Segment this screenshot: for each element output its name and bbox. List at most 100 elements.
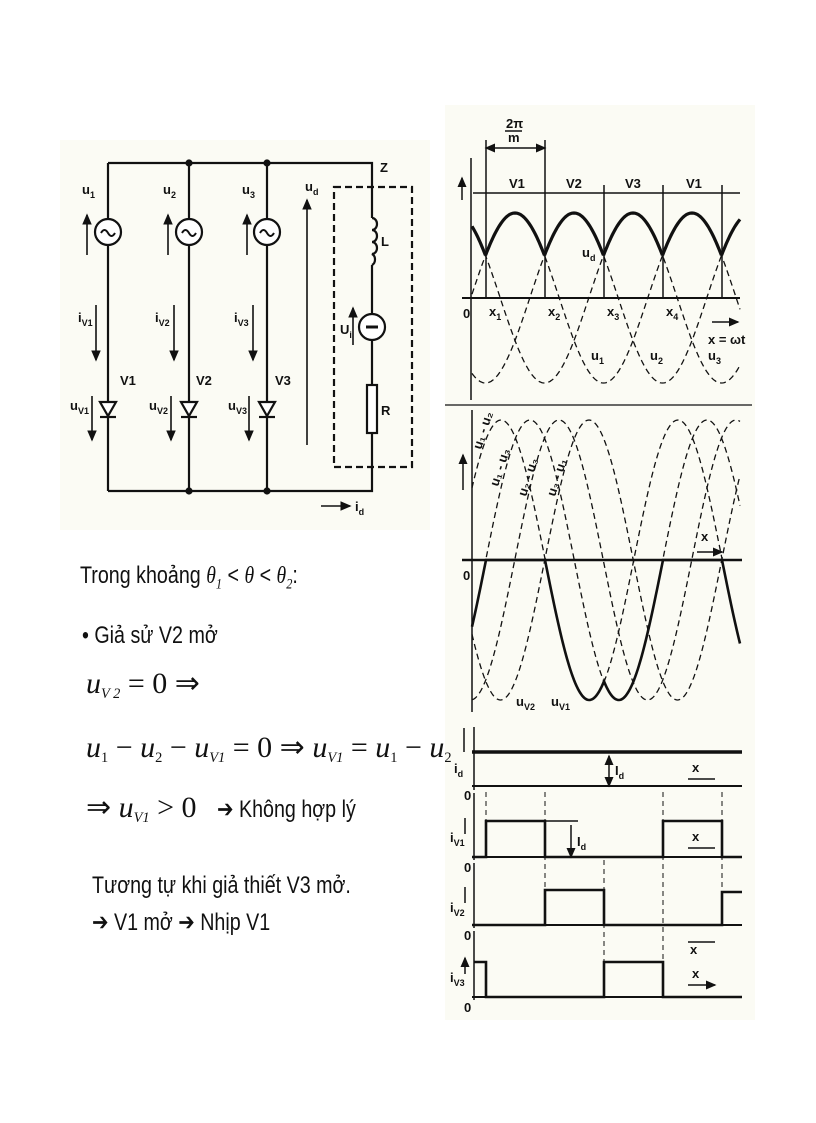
text: Trong khoảng [80, 562, 207, 589]
theta-2: θ [276, 563, 287, 589]
waveform-panel [445, 105, 755, 1020]
id-axis-label: id [454, 761, 463, 779]
resistor-icon [365, 383, 379, 435]
subscript: V1 [133, 810, 150, 827]
circuit-diagram [82, 159, 414, 511]
text: < [254, 562, 277, 589]
uv1-label: uV1 [551, 694, 570, 712]
text: = 0 ⇒ [120, 667, 200, 700]
x3-label: x3 [607, 304, 619, 322]
label-u2: u2 [163, 182, 176, 200]
label-u2-u3: u₂ - u₃ [515, 456, 541, 498]
label-u3: u3 [242, 182, 255, 200]
var: u [86, 731, 101, 764]
label-v1: V1 [120, 373, 136, 388]
var: u [194, 731, 210, 764]
origin-label: 0 [463, 306, 470, 321]
iv1-waveform [472, 819, 742, 859]
ac-source-icon [252, 217, 282, 247]
origin-label: 0 [464, 788, 471, 803]
x-label: x [692, 966, 700, 981]
label-u1-u2: u₁ - u₂ [470, 409, 496, 451]
ac-source-icon [93, 217, 123, 247]
line-voltage-plot: 0 x u₁ - u₂ u₁ - u₃ u₂ - u₃ u₃ - u₁ uV2 … [458, 409, 742, 712]
junction-dot [185, 159, 193, 167]
label-u3-u1: u₃ - u₁ [544, 456, 570, 498]
x-axis-label: x = ωt [708, 332, 746, 347]
assumption-bullet: • Giả sử V2 mở [82, 622, 218, 649]
label-iv2: iV2 [155, 310, 170, 328]
label-uv2: uV2 [149, 398, 168, 416]
subscript: V1 [209, 750, 226, 767]
op: = 0 ⇒ [225, 731, 313, 764]
x2-label: x2 [548, 304, 560, 322]
origin-label: 0 [464, 860, 471, 875]
equation-2: u1 − u2 − uV1 = 0 ⇒ uV1 = u1 − u2 [86, 730, 452, 767]
line-voltage-curve-2 [471, 419, 741, 701]
label-ud: ud [305, 179, 318, 197]
conclusion-note: ➔ Không hợp lý [217, 796, 357, 823]
label-u1: u1 [82, 182, 95, 200]
var: u [312, 731, 328, 764]
period-label-numerator: 2π [506, 116, 523, 131]
phase-voltage-plot: 2π m V1 V2 V3 V1 0 x1 x2 x3 x4 x = ωt ud… [457, 116, 746, 400]
current-plots: id iV1 iV2 iV3 Id Id 0 0 0 0 x x x x [450, 727, 742, 1015]
x1-label: x1 [489, 304, 501, 322]
subscript: V1 [327, 750, 344, 767]
diode-icon [98, 400, 118, 419]
origin-label: 0 [464, 928, 471, 943]
var: u [375, 731, 391, 764]
label-iv1: iV1 [78, 310, 93, 328]
x-label: x [692, 760, 700, 775]
u2-curve [471, 212, 741, 384]
Id-label: Id [615, 763, 624, 781]
current-axis-arrows [464, 728, 465, 974]
zero-lines [472, 785, 742, 998]
u3-label: u3 [708, 348, 721, 366]
period-marker [485, 140, 546, 298]
subscript: 2 [155, 750, 163, 767]
label-u1-u3: u₁ - u₃ [487, 446, 513, 488]
var: u [86, 667, 101, 700]
interval-label: V2 [566, 176, 582, 191]
line-voltage-curve-3 [471, 419, 741, 701]
x-label: x [701, 529, 709, 544]
label-resistor: R [381, 403, 391, 418]
junction-dot [185, 487, 193, 495]
op: > 0 [149, 791, 197, 824]
junction-dot [263, 487, 271, 495]
iv3-waveform [474, 960, 742, 999]
u1-label: u1 [591, 348, 604, 366]
subscript: V 2 [101, 686, 121, 703]
var: u [140, 731, 156, 764]
label-uv3: uV3 [228, 398, 247, 416]
commutation-markers [485, 792, 723, 997]
period-label-denominator: m [508, 130, 520, 145]
Id-dimension-arrow-v1 [545, 820, 578, 857]
equation-3: ⇒ uV1 > 0 ➔ Không hợp lý [86, 790, 387, 827]
uv2-label: uV2 [516, 694, 535, 712]
var: u [429, 731, 445, 764]
inductor-icon [371, 216, 379, 266]
x-label: x [692, 829, 700, 844]
label-uv1: uV1 [70, 398, 89, 416]
interval-marker [603, 185, 723, 298]
op: − [162, 731, 195, 764]
top-bus-wire [108, 161, 374, 187]
interval-statement: Trong khoảng θ1 < θ < θ2: [80, 562, 298, 593]
x4-label: x4 [666, 304, 678, 322]
u2-label: u2 [650, 348, 663, 366]
subscript: 2 [286, 576, 293, 593]
label-ui: Ui [340, 322, 352, 340]
circuit-labels: Z u1 u2 u3 ud iV1 iV2 iV3 V1 V2 V3 uV1 u… [70, 160, 391, 517]
label-v3: V3 [275, 373, 291, 388]
ud-curve [470, 211, 742, 256]
text: < [222, 562, 245, 589]
interval-label: V1 [509, 176, 525, 191]
op: ⇒ [86, 791, 119, 824]
diode-icon [179, 400, 199, 419]
similar-case-text: Tương tự khi giả thiết V3 mở. [92, 872, 351, 899]
x-label: x [690, 942, 698, 957]
